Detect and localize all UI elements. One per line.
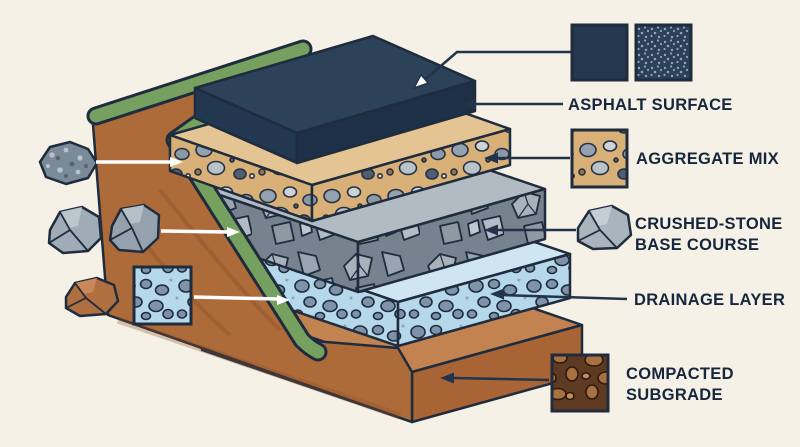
asphalt-speckled-swatch — [634, 23, 693, 82]
legend-lines — [440, 98, 628, 384]
layer-asphalt — [193, 34, 477, 165]
label-crushed-line2: BASE COURSE — [635, 236, 759, 254]
aggregate-rock-icon — [38, 140, 99, 186]
label-crushed-line1: CRUSHED-STONE — [635, 215, 783, 233]
slope-shadow — [116, 316, 402, 420]
asphalt-front-right-face — [295, 79, 477, 165]
subgrade-rock-icon — [64, 276, 120, 318]
crushed-rock-icon-legend — [576, 204, 633, 251]
label-drainage-layer: DRAINAGE LAYER — [634, 291, 785, 309]
arrow-asphalt-swatch — [412, 50, 572, 90]
arrow-crushed-rock — [160, 229, 229, 234]
crushed-rock-icon-left-a — [47, 205, 103, 255]
crushed-rock-icon-left-b — [108, 203, 161, 254]
line-drainage — [501, 293, 628, 301]
crushed-front-right-face — [356, 187, 547, 294]
drainage-texture-inset — [132, 265, 193, 326]
white-arrows — [96, 157, 290, 305]
aggregate-swatch — [570, 128, 629, 189]
label-subgrade-line1: COMPACTED — [626, 365, 734, 383]
label-aggregate-mix: AGGREGATE MIX — [636, 150, 779, 168]
aggregate-front-right-face — [310, 127, 512, 223]
slope-streak — [158, 188, 282, 332]
line-subgrade — [451, 376, 550, 382]
arrow-drainage-inset — [193, 295, 279, 301]
subgrade-swatch — [550, 353, 610, 413]
asphalt-solid-swatch — [570, 23, 629, 82]
label-subgrade-line2: SUBGRADE — [626, 386, 723, 404]
label-asphalt-surface: ASPHALT SURFACE — [568, 96, 733, 114]
